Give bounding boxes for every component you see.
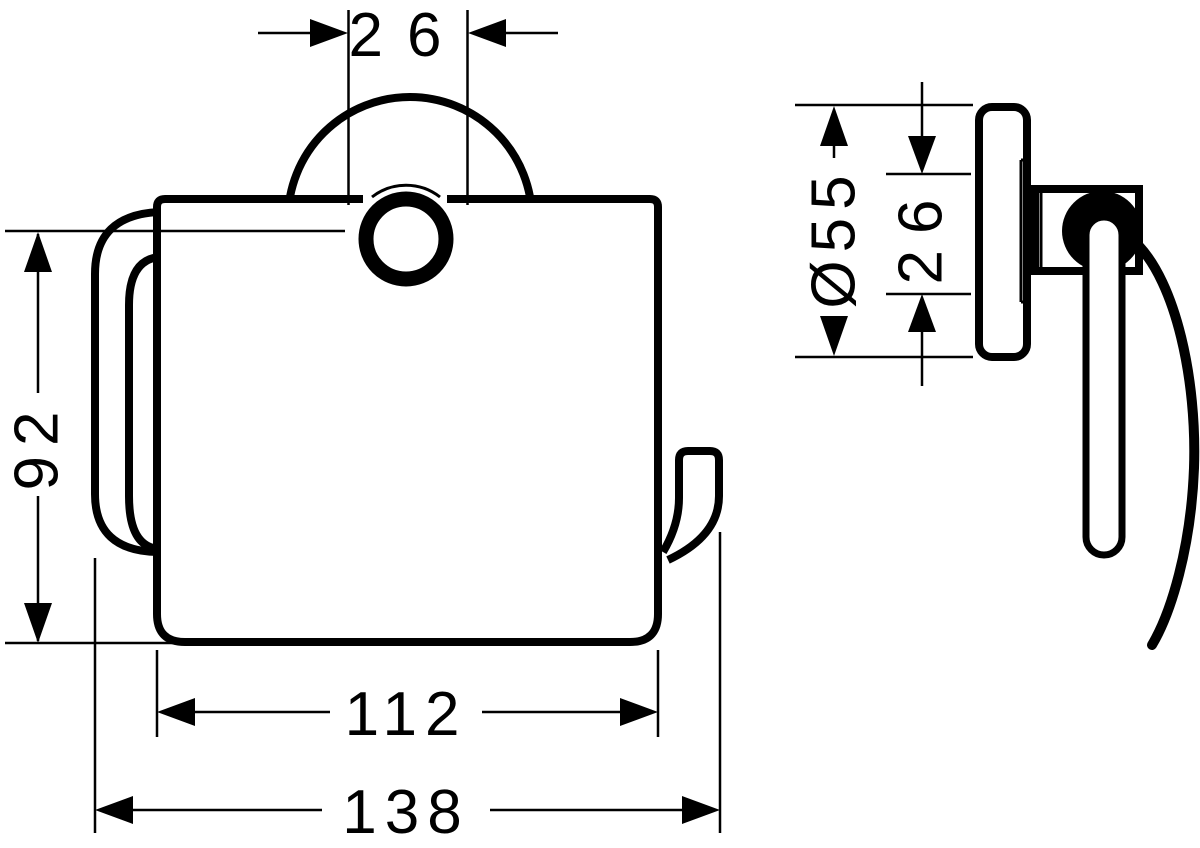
arrow-right-icon bbox=[310, 19, 348, 47]
dim-112-label: 112 bbox=[345, 680, 468, 749]
dim-26-side-label: 26 bbox=[887, 184, 956, 285]
dim-92-label: 92 bbox=[3, 402, 72, 491]
arrow-right-icon bbox=[620, 698, 658, 726]
dim-diameter-55: Ø55 bbox=[795, 103, 973, 359]
dim-diameter-label: Ø55 bbox=[800, 167, 869, 308]
side-view: Ø55 26 bbox=[795, 82, 1200, 650]
arrow-left-icon bbox=[157, 698, 195, 726]
plate-cone-edge bbox=[1019, 158, 1029, 304]
dim-112-bottom: 112 bbox=[155, 650, 660, 749]
holder-arm bbox=[1082, 213, 1126, 559]
knob-ring bbox=[358, 191, 454, 287]
roll-bar-hook bbox=[659, 447, 723, 564]
arrow-right-icon bbox=[682, 796, 720, 824]
paper-roll-outer-edge bbox=[91, 208, 160, 556]
dim-92-left: 92 bbox=[3, 229, 345, 645]
dim-26-side: 26 bbox=[886, 82, 971, 386]
arrow-up-icon bbox=[820, 106, 848, 146]
paper-roll-inner-edge bbox=[125, 253, 160, 553]
dim-138-bottom: 138 bbox=[93, 532, 722, 847]
roll-bar-curve bbox=[1131, 238, 1200, 650]
front-view: 26 92 112 bbox=[3, 1, 723, 847]
dim-26-top-label: 26 bbox=[349, 1, 466, 70]
arrow-left-icon bbox=[468, 19, 506, 47]
arrow-down-icon bbox=[820, 316, 848, 356]
cover-plate bbox=[153, 195, 662, 646]
arrow-down-icon bbox=[908, 136, 936, 174]
dim-26-top: 26 bbox=[258, 1, 558, 205]
wall-plate bbox=[975, 103, 1031, 361]
arrow-left-icon bbox=[95, 796, 133, 824]
knob-cradle-arc bbox=[371, 183, 441, 199]
arrow-up-icon bbox=[908, 294, 936, 332]
arrow-up-icon bbox=[24, 232, 52, 272]
arrow-down-icon bbox=[24, 603, 52, 643]
dim-138-label: 138 bbox=[342, 778, 469, 847]
